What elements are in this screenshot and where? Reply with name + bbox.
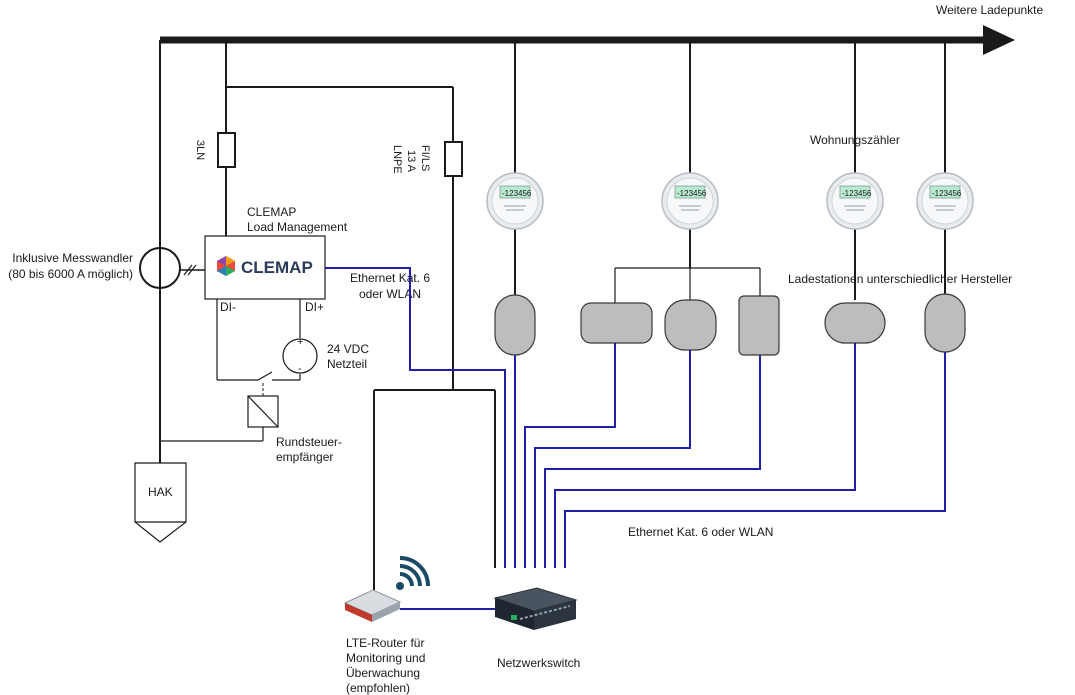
meter-drop-lines — [514, 40, 946, 303]
netzteil-minus-sign: - — [298, 363, 302, 375]
netzteil-plus-sign: + — [297, 336, 303, 348]
electricity-meter-icon: -123456 — [661, 172, 719, 230]
ethernet-bottom-label: Ethernet Kat. 6 oder WLAN — [628, 525, 773, 539]
meter-2: -123456 — [661, 172, 719, 230]
meter-3-display: -123456 — [842, 189, 872, 198]
charging-station-6 — [924, 293, 966, 353]
clemap-title-1: CLEMAP — [247, 205, 296, 219]
power-supply-icon — [282, 338, 318, 374]
fuse-fi-label-2: 13 A — [405, 150, 417, 173]
current-transformer-icon — [139, 247, 205, 289]
meter-2-display: -123456 — [677, 189, 707, 198]
meter-3: -123456 — [826, 172, 884, 230]
wohnungszaehler-label: Wohnungszähler — [810, 133, 900, 147]
hak-label: HAK — [148, 485, 173, 499]
electricity-meter-icon: -123456 — [486, 172, 544, 230]
netzteil-label-1: 24 VDC — [327, 342, 369, 356]
fuse-fi-label-3: LNPE — [391, 145, 403, 174]
router-label-1: LTE-Router für — [346, 636, 424, 650]
di-wiring — [160, 299, 301, 442]
netzwerkswitch-label: Netzwerkswitch — [497, 656, 580, 670]
router-label-2: Monitoring und — [346, 651, 425, 665]
fuse-fi-ls-icon — [444, 141, 463, 177]
network-cables — [325, 267, 946, 610]
di-plus-label: DI+ — [305, 300, 324, 314]
ladestationen-label: Ladestationen unterschiedlicher Herstell… — [788, 272, 1012, 286]
meter-4: -123456 — [916, 172, 974, 230]
messwandler-label-2: (80 bis 6000 A möglich) — [8, 267, 133, 281]
meter-4-display: -123456 — [932, 189, 962, 198]
ethernet-top-label-2: oder WLAN — [359, 287, 421, 301]
fuse-fi-label-1: FI/LS — [419, 145, 431, 171]
ethernet-top-label-1: Ethernet Kat. 6 — [350, 271, 430, 285]
router-label-3: Überwachung — [346, 666, 420, 680]
clemap-title-2: Load Management — [247, 220, 348, 234]
main-busbar — [160, 25, 1015, 55]
netzteil-label-2: Netzteil — [327, 357, 367, 371]
rundsteuer-label-2: empfänger — [276, 450, 333, 464]
charging-station-3 — [664, 299, 717, 351]
charging-station-1 — [494, 294, 536, 356]
electricity-meter-icon: -123456 — [916, 172, 974, 230]
meter-1: -123456 — [486, 172, 544, 230]
clemap-logo — [217, 256, 235, 276]
router-label-4: (empfohlen) — [346, 681, 410, 695]
meter-1-display: -123456 — [502, 189, 532, 198]
clemap-logo-text: CLEMAP — [241, 258, 313, 277]
rundsteuer-label-1: Rundsteuer- — [276, 435, 342, 449]
hak-box — [134, 462, 187, 543]
wifi-icon — [396, 556, 430, 590]
charging-station-4 — [738, 295, 780, 356]
fuse-3ln-icon — [217, 132, 236, 168]
router-icon — [343, 589, 402, 622]
weitere-ladepunkte-label: Weitere Ladepunkte — [936, 3, 1044, 17]
messwandler-label-1: Inklusive Messwandler — [12, 251, 133, 265]
di-minus-label: DI- — [220, 300, 236, 314]
fi-ls-feed-line — [226, 86, 496, 590]
ripple-control-receiver-icon — [247, 395, 279, 428]
charging-station-2 — [580, 302, 653, 344]
fuse-3ln-label: 3LN — [194, 140, 206, 160]
network-switch-icon — [493, 587, 578, 630]
charging-station-5 — [824, 302, 886, 344]
electricity-meter-icon: -123456 — [826, 172, 884, 230]
